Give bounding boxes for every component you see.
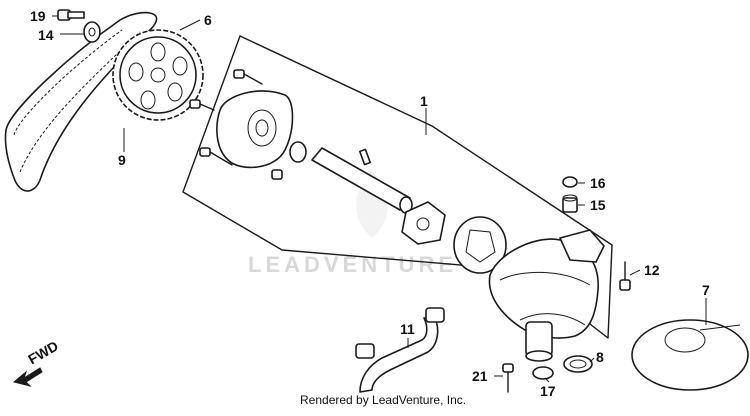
seal-ring xyxy=(562,176,578,188)
callout-8: 8 xyxy=(596,349,604,365)
callout-14: 14 xyxy=(38,27,54,43)
footer-credit: Rendered by LeadVenture, Inc. xyxy=(300,393,466,407)
fwd-label: FWD xyxy=(25,338,61,368)
callout-11: 11 xyxy=(400,321,415,337)
callout-15: 15 xyxy=(590,197,606,213)
body-bolt xyxy=(619,261,631,291)
outer-rotor xyxy=(453,216,507,274)
cover-bolts xyxy=(189,69,263,166)
pipe-seal xyxy=(532,366,554,380)
callout-17: 17 xyxy=(540,383,556,399)
callout-16: 16 xyxy=(590,175,606,191)
callout-19: 19 xyxy=(30,8,46,24)
assembly-outline xyxy=(182,35,613,339)
callout-9: 9 xyxy=(118,152,126,168)
sprocket xyxy=(112,29,204,121)
pump-body xyxy=(488,229,605,362)
oil-strainer xyxy=(631,319,749,391)
callout-7: 7 xyxy=(702,282,710,298)
callout-1: 1 xyxy=(420,93,428,109)
leader-lines xyxy=(52,15,707,383)
pipe-bolt xyxy=(502,363,514,393)
fwd-arrow-icon xyxy=(12,367,43,387)
inner-rotor xyxy=(401,201,446,245)
pump-cover xyxy=(216,90,294,169)
collar xyxy=(562,194,578,213)
callout-12: 12 xyxy=(644,262,660,278)
callout-21: 21 xyxy=(472,368,488,384)
sprocket-washer xyxy=(83,21,101,43)
sprocket-bolt xyxy=(57,9,85,21)
callout-6: 6 xyxy=(204,12,212,28)
oil-pipe xyxy=(355,307,445,393)
strainer-o-ring xyxy=(563,355,593,373)
o-ring xyxy=(289,141,307,163)
dowel-pin xyxy=(271,169,283,180)
